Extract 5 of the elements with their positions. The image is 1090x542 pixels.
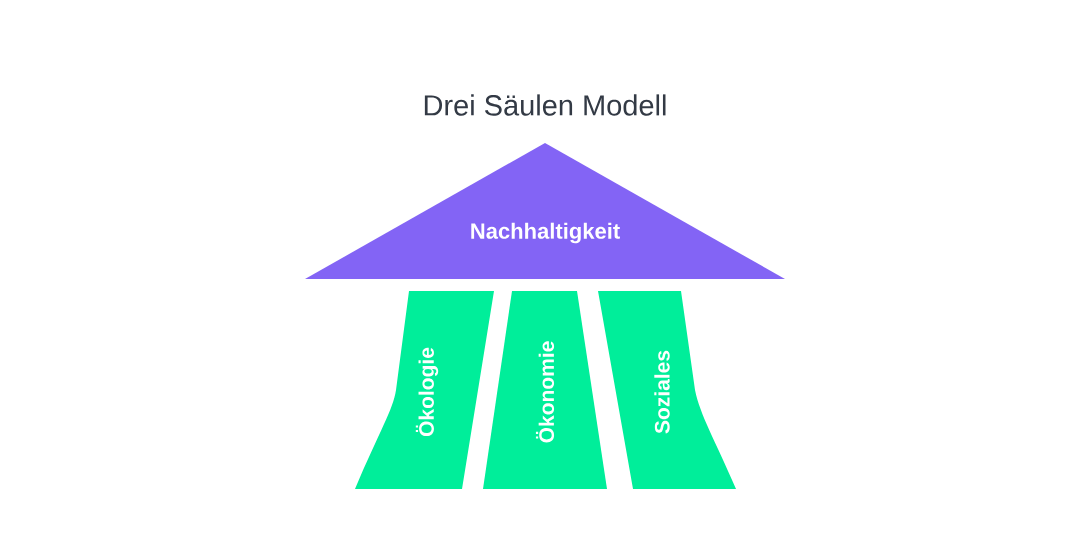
title: Drei Säulen Modell (424, 94, 666, 116)
pillar: Ökologie (355, 291, 494, 489)
roof-triangle: Nachhaltigkeit (305, 143, 785, 279)
pillar: Ökonomie (483, 291, 607, 489)
pillar: Soziales (598, 291, 736, 489)
